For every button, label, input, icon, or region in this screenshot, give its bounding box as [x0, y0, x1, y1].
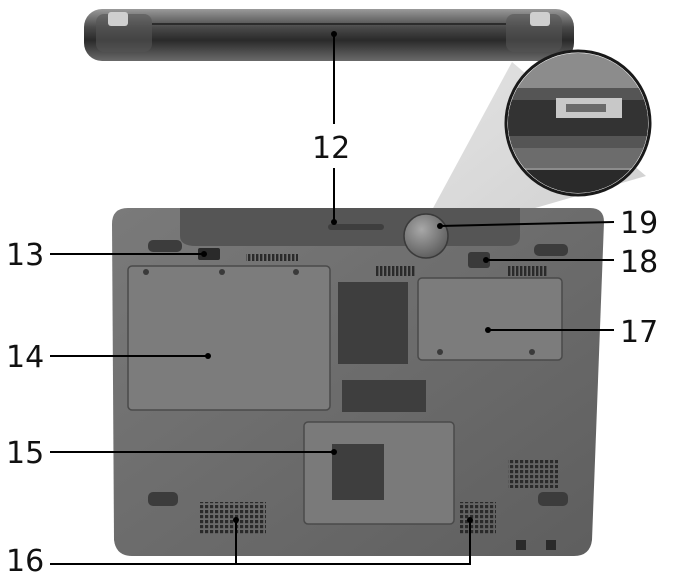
callout-19: 19 — [620, 206, 658, 241]
foot-bottom-right — [538, 492, 568, 506]
vent-grid-right — [508, 460, 558, 488]
label-recess — [338, 282, 408, 364]
battery-lock-latch — [198, 248, 220, 260]
leader-19 — [439, 221, 615, 227]
leader-lines — [50, 34, 615, 565]
callout-16: 16 — [6, 544, 44, 574]
speaker-right — [460, 502, 496, 534]
hinge-cap-left — [108, 12, 128, 26]
callout-13: 13 — [6, 238, 44, 273]
foot-top-right — [534, 244, 568, 256]
rear-edge — [84, 9, 574, 61]
laptop-underside — [112, 208, 604, 556]
leader-dots — [201, 31, 491, 523]
leader-16-right — [236, 520, 471, 565]
screw — [293, 269, 299, 275]
foot-top-left — [148, 240, 182, 252]
magnifier-detail — [504, 49, 652, 197]
battery-release-latch — [468, 252, 490, 268]
speaker-left — [200, 502, 266, 534]
right-vent — [508, 266, 548, 276]
sim-slot-highlight — [403, 213, 449, 259]
hard-disk-bay-cover — [127, 265, 331, 411]
callout-12: 12 — [312, 131, 350, 166]
screw — [437, 349, 443, 355]
callout-14: 14 — [6, 340, 44, 375]
battery-grip — [328, 224, 384, 230]
center-vent — [376, 266, 416, 276]
callout-18: 18 — [620, 245, 658, 280]
memory-compartment — [417, 277, 563, 361]
sticker-recess — [342, 380, 426, 412]
screw — [219, 269, 225, 275]
rear-port-left — [516, 540, 526, 550]
rear-port-right — [546, 540, 556, 550]
callout-17: 17 — [620, 315, 658, 350]
callout-15: 15 — [6, 436, 44, 471]
wlan-card-recess — [332, 444, 384, 500]
small-vent-left — [246, 254, 298, 261]
hinge-cap-right — [530, 12, 550, 26]
screw — [529, 349, 535, 355]
screw — [143, 269, 149, 275]
laptop-rear-view — [84, 9, 574, 61]
foot-bottom-left — [148, 492, 178, 506]
